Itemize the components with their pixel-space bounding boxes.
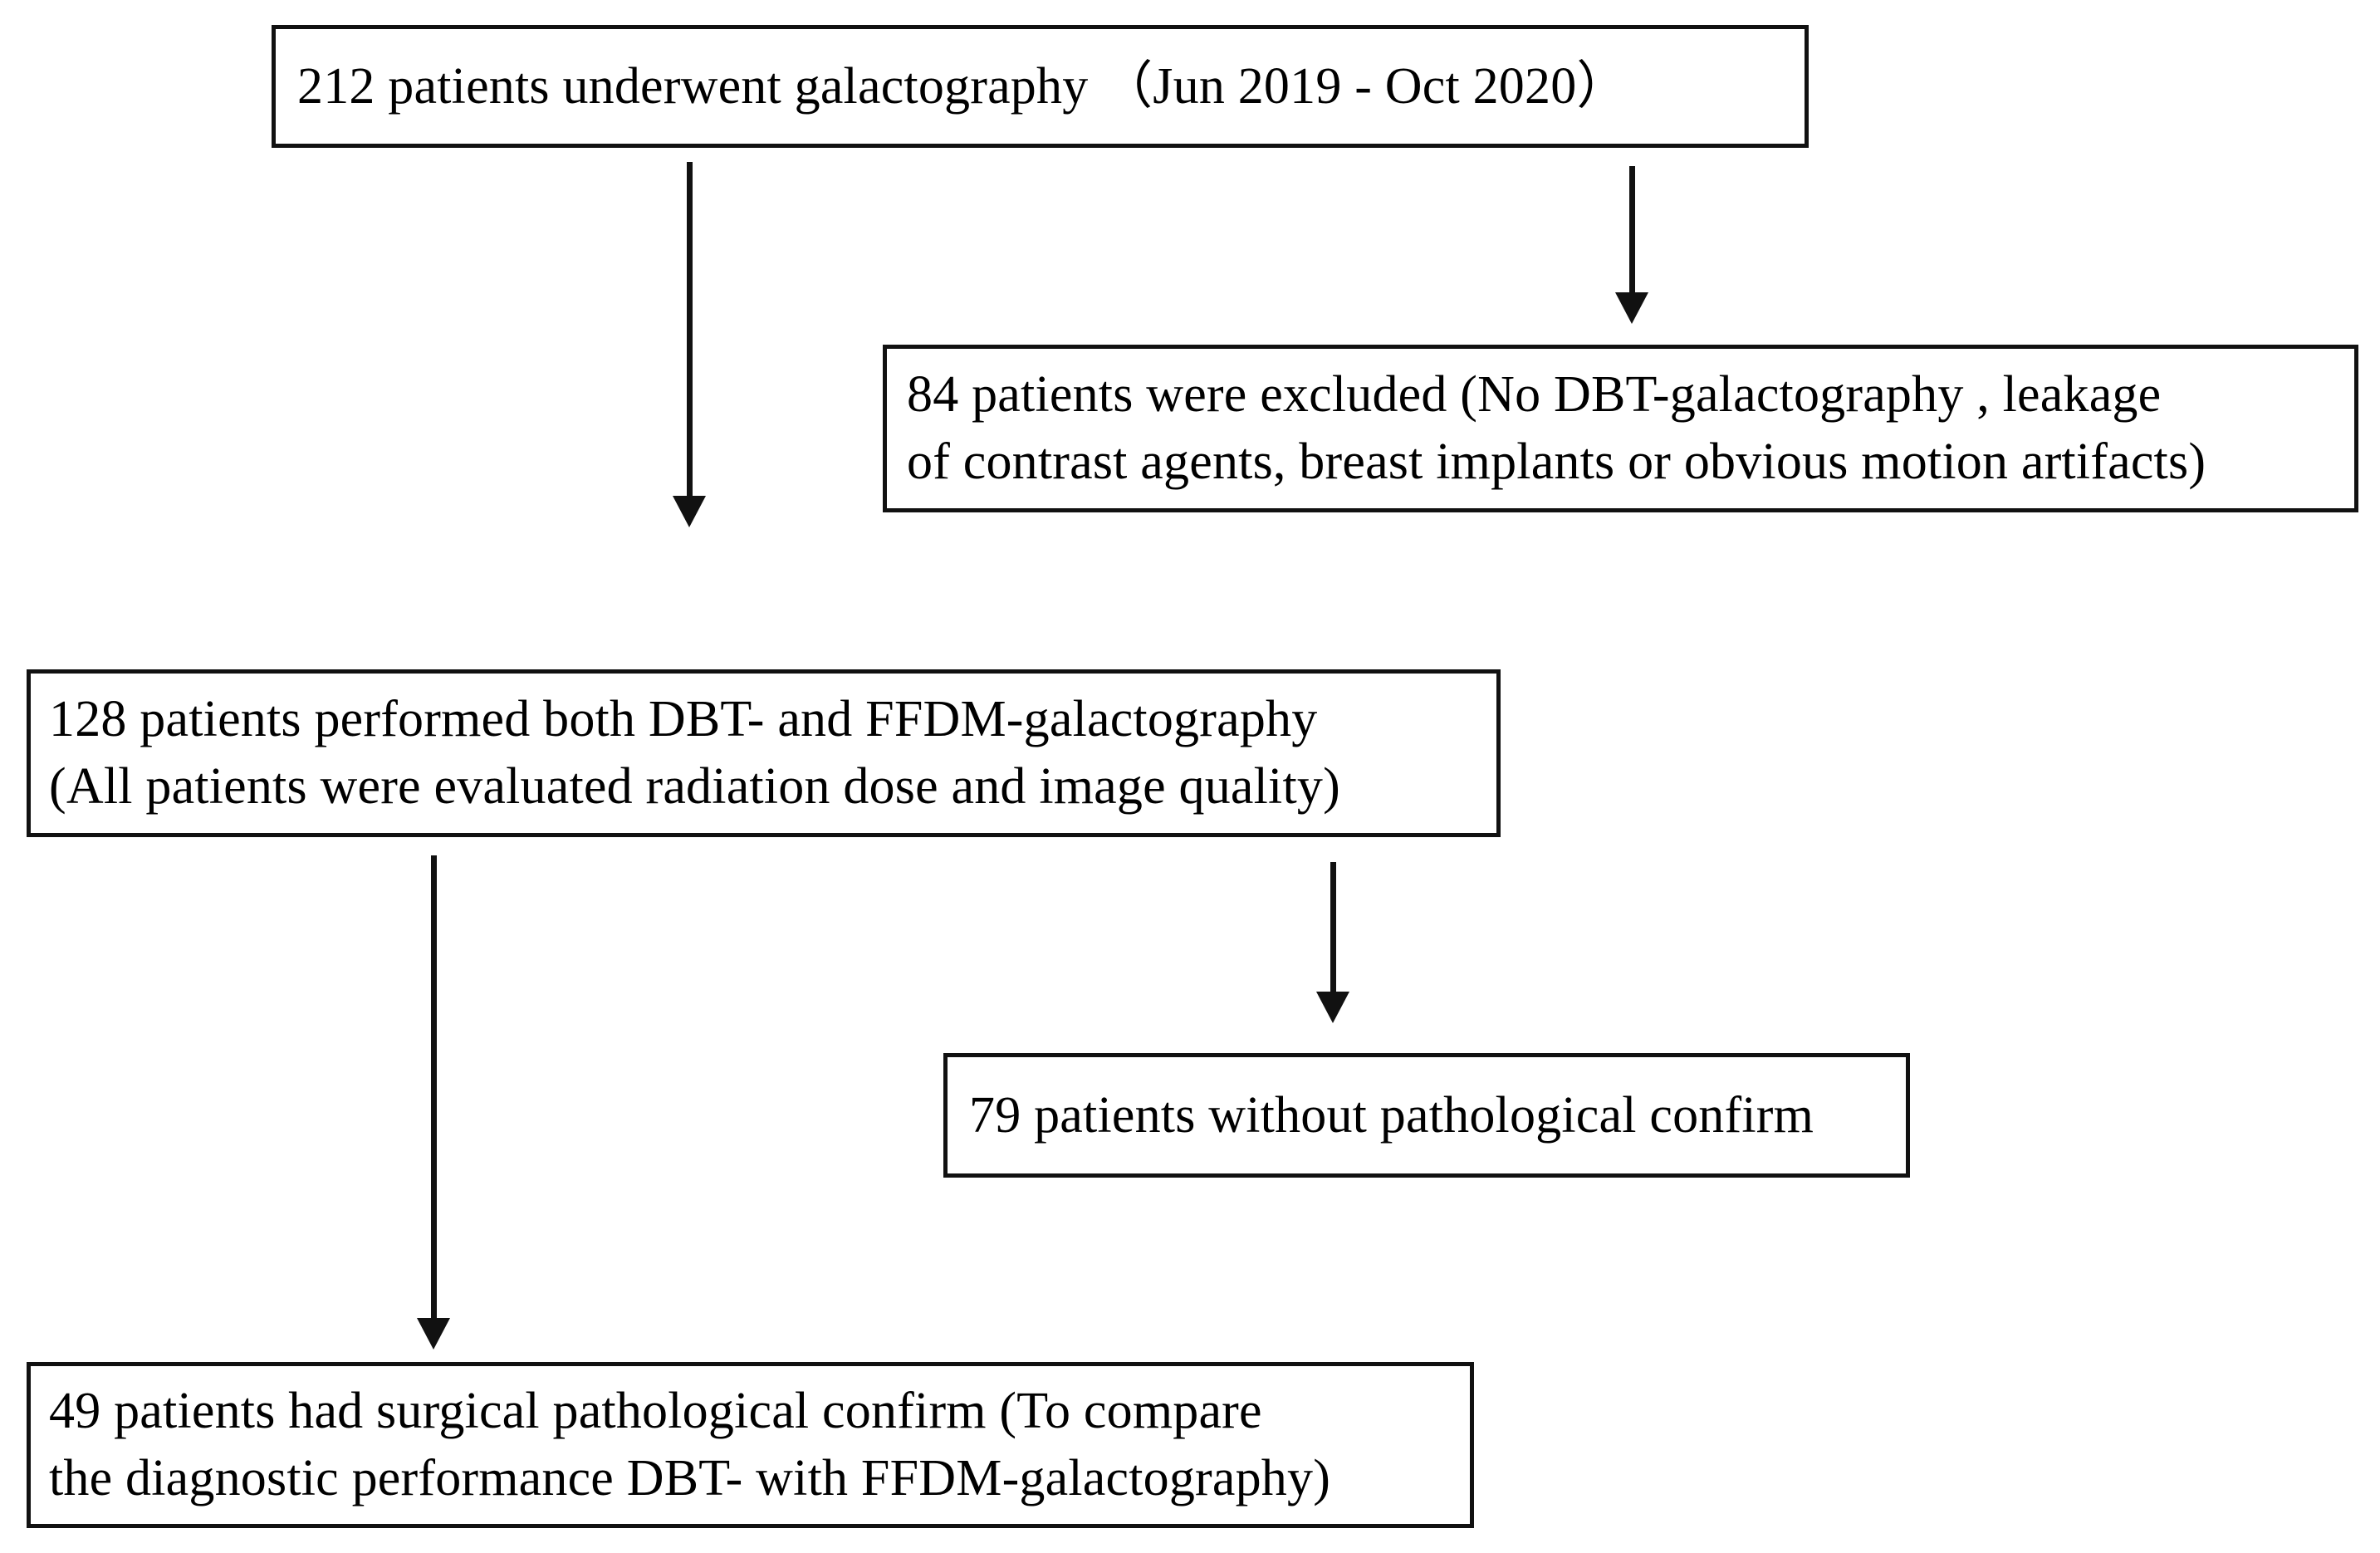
- node-both-modality-patients: 128 patients performed both DBT- and FFD…: [27, 669, 1501, 837]
- arrow-enrolled-to-excluded: [1615, 166, 1648, 324]
- arrow-both-modality-to-surgical: [417, 855, 450, 1350]
- arrow-shaft: [686, 162, 693, 496]
- arrow-head-icon: [417, 1318, 450, 1350]
- arrow-shaft: [1330, 862, 1336, 992]
- node-no-pathology-patients-label: 79 patients without pathological confirm: [969, 1086, 1814, 1144]
- arrow-shaft: [430, 855, 437, 1318]
- arrow-head-icon: [673, 496, 706, 527]
- arrow-enrolled-to-both-modality: [673, 162, 706, 527]
- arrow-head-icon: [1615, 292, 1648, 324]
- node-enrolled-patients: 212 patients underwent galactography （Ju…: [272, 25, 1809, 148]
- node-excluded-patients-label: 84 patients were excluded (No DBT-galact…: [907, 366, 2206, 490]
- node-both-modality-patients-label: 128 patients performed both DBT- and FFD…: [49, 691, 1340, 815]
- node-no-pathology-patients: 79 patients without pathological confirm: [943, 1053, 1910, 1178]
- arrow-head-icon: [1316, 992, 1349, 1023]
- node-surgical-pathology-patients: 49 patients had surgical pathological co…: [27, 1362, 1474, 1528]
- arrow-shaft: [1628, 166, 1635, 292]
- node-surgical-pathology-patients-label: 49 patients had surgical pathological co…: [49, 1383, 1331, 1506]
- arrow-both-modality-to-no-pathology: [1316, 862, 1349, 1023]
- node-excluded-patients: 84 patients were excluded (No DBT-galact…: [883, 345, 2358, 512]
- node-enrolled-patients-label: 212 patients underwent galactography （Ju…: [297, 57, 1628, 115]
